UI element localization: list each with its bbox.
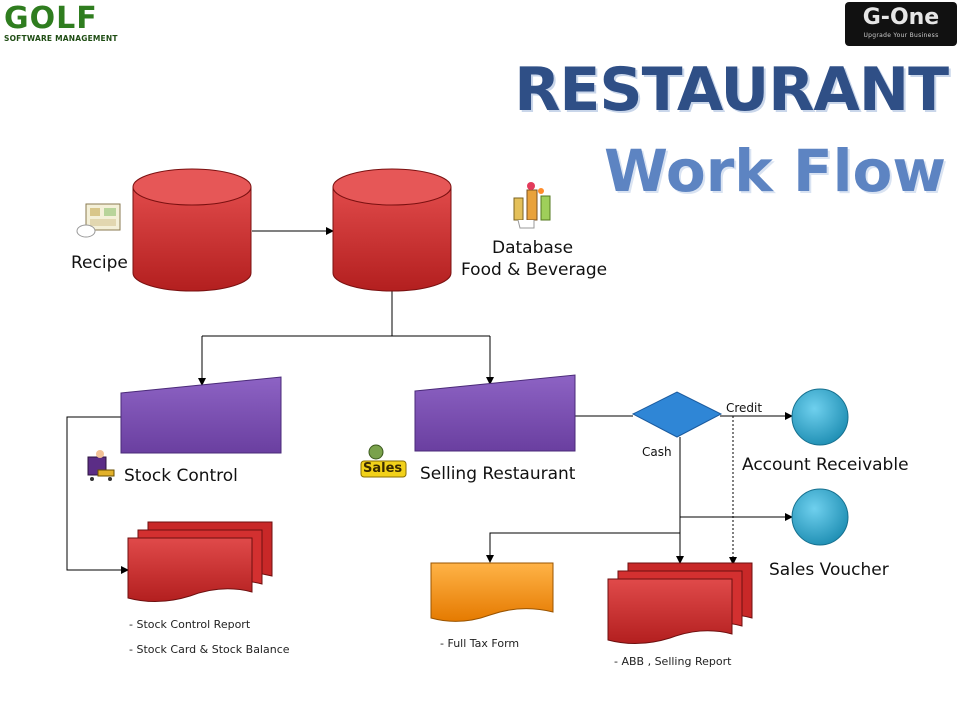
stock-control-process: [120, 376, 282, 454]
recipe-icon: [76, 203, 121, 238]
cash-label: Cash: [642, 445, 672, 459]
abb-report-stack: [607, 562, 753, 644]
tax-form-document: [430, 562, 554, 622]
stock-report-caption-1: - Stock Control Report: [129, 618, 251, 631]
gone-logo-tagline: Upgrade Your Business: [863, 32, 939, 39]
sales-voucher-label: Sales Voucher: [769, 560, 889, 580]
account-receivable-node: [791, 388, 849, 446]
payment-decision: [631, 391, 723, 438]
abb-report-caption: - ABB , Selling Report: [614, 655, 732, 668]
title-line-2: Work Flow: [603, 137, 946, 205]
sales-badge-text: Sales: [363, 461, 403, 476]
drinks-icon: [513, 182, 551, 229]
stock-report-caption-2: - Stock Card & Stock Balance: [129, 643, 290, 656]
credit-label: Credit: [726, 401, 763, 415]
stock-worker-icon: [87, 450, 115, 481]
gone-logo-word: G-One: [862, 5, 940, 30]
connectors: [66, 227, 793, 574]
sales-voucher-node: [791, 488, 849, 546]
gone-logo: G-One Upgrade Your Business: [845, 2, 957, 46]
food-beverage-cylinder: [332, 168, 452, 292]
recipe-label: Recipe: [71, 253, 128, 273]
title-line-1: RESTAURANT: [514, 55, 949, 125]
tax-form-caption: - Full Tax Form: [440, 637, 520, 650]
edge-stock-to-report: [66, 416, 129, 574]
golf-logo-word: GOLF: [4, 1, 98, 36]
sales-icon: [360, 444, 407, 478]
golf-logo: GOLF SOFTWARE MANAGEMENT: [4, 4, 124, 48]
stock-report-stack: [127, 521, 273, 602]
recipe-cylinder: [132, 168, 252, 292]
selling-restaurant-process: [414, 374, 576, 452]
selling-restaurant-label: Selling Restaurant: [420, 464, 576, 484]
database-label-line1: Database: [492, 238, 574, 258]
database-label-line2: Food & Beverage: [461, 260, 608, 280]
golf-logo-subtitle: SOFTWARE MANAGEMENT: [4, 34, 118, 43]
account-receivable-label: Account Receivable: [742, 455, 909, 475]
stock-control-label: Stock Control: [124, 466, 238, 486]
edge-cash-tax: [486, 532, 680, 563]
